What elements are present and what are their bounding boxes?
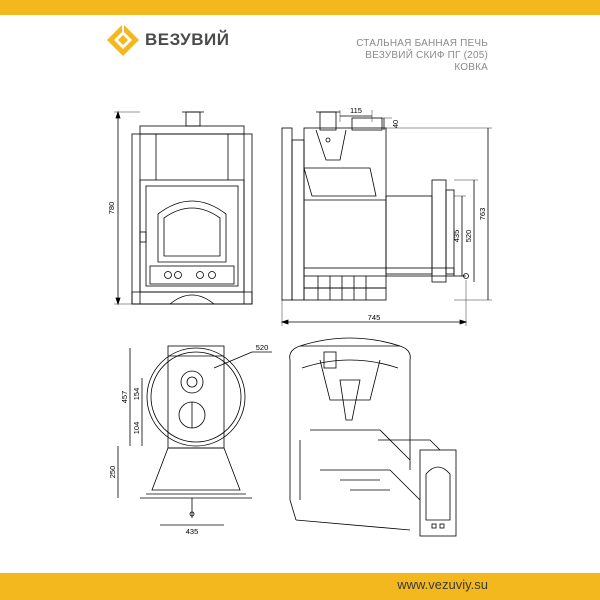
product-title: СТАЛЬНАЯ БАННАЯ ПЕЧЬ ВЕЗУВИЙ СКИФ ПГ (20… [356,38,488,74]
bottom-accent-bar [0,573,600,600]
dim-520-plan: 520 [256,343,269,352]
side-width-dimension [280,280,468,326]
dim-457: 457 [120,391,129,404]
side-view [281,111,469,301]
plan-view [140,345,252,518]
side-top-dimensions [339,110,392,130]
dim-250: 250 [108,466,117,479]
top-accent-bar [0,0,600,15]
title-line-2: ВЕЗУВИЙ СКИФ ПГ (205) [365,50,488,61]
dim-763: 763 [478,208,487,221]
plan-dimensions [117,348,272,526]
dim-154: 154 [132,388,141,401]
brand-name: ВЕЗУВИЙ [145,30,230,49]
dim-115: 115 [350,106,362,115]
diamond-logo-icon [107,24,139,56]
front-view [131,111,253,305]
title-line-3: КОВКА [454,62,488,73]
dim-780: 780 [107,202,116,215]
dim-40: 40 [391,120,400,128]
dim-104: 104 [132,422,141,435]
title-line-1: СТАЛЬНАЯ БАННАЯ ПЕЧЬ [356,38,488,49]
front-height-dimension [114,110,140,306]
dim-435-plan: 435 [186,527,199,536]
side-right-dimensions [386,127,492,301]
dim-435-side: 435 [452,230,461,243]
brand-logo: ВЕЗУВИЙ [105,20,229,60]
dim-520-side: 520 [464,230,473,243]
dimension-labels: 780 115 40 435 520 763 745 520 457 154 1… [107,106,487,536]
isometric-cutaway [289,337,457,537]
website-url: www.vezuviy.su [397,577,488,592]
dim-745: 745 [368,313,381,322]
